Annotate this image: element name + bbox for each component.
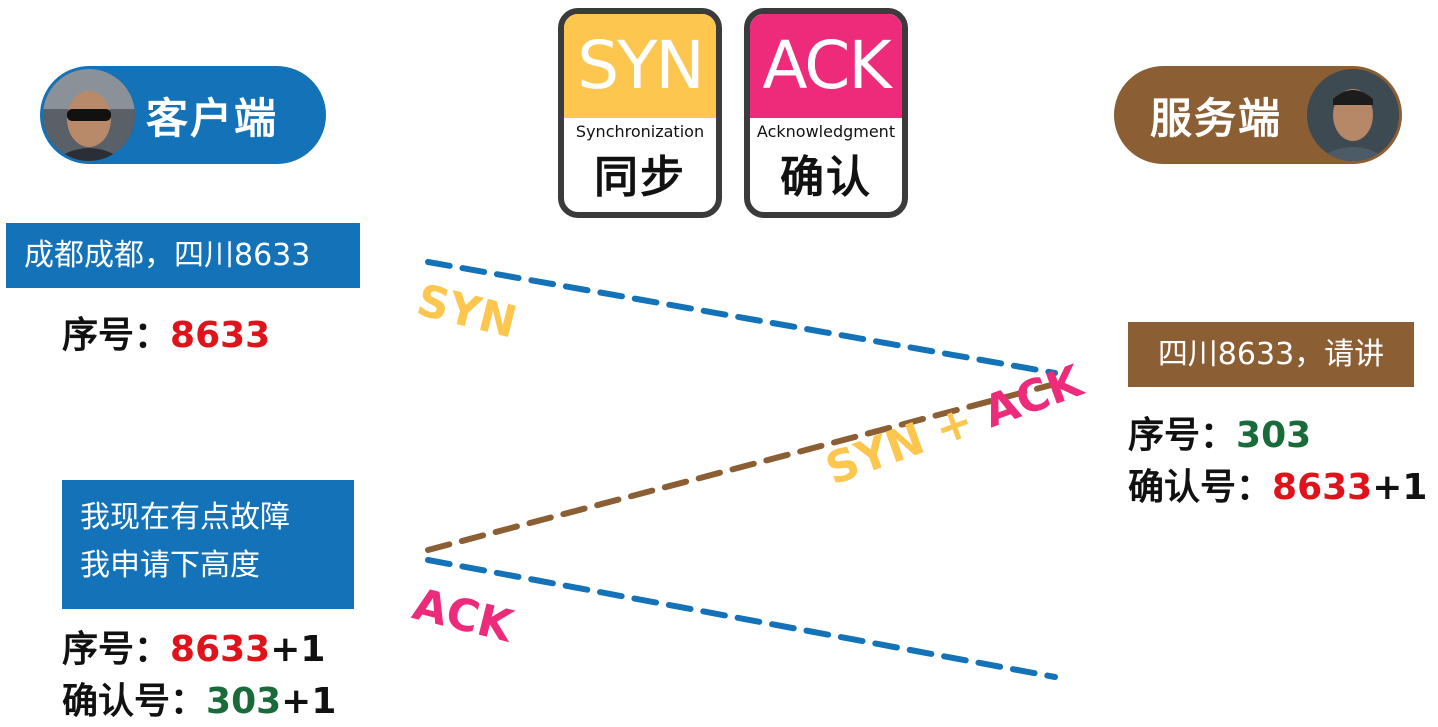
server-seq-line: 序号：303 xyxy=(1128,406,1311,458)
ack-card-cn: 确认 xyxy=(780,152,872,203)
client-ack-line: 确认号：303+1 xyxy=(62,672,336,724)
syn-card-full: Synchronization xyxy=(575,122,705,141)
person-avatar-icon xyxy=(1307,69,1399,161)
seq-label: 序号： xyxy=(62,315,171,356)
server-reply-message: 四川8633，请讲 xyxy=(1128,322,1414,387)
client-seq-value: 8633 xyxy=(170,315,271,356)
server-seq-value: 303 xyxy=(1236,415,1312,456)
syn-card-abbr: SYN xyxy=(564,14,716,118)
ack-card: ACK Acknowledgment 确认 xyxy=(744,8,908,218)
synack-dashed-line xyxy=(425,381,1058,553)
client-second-line2: 我申请下高度 xyxy=(80,548,260,583)
client-label: 客户端 xyxy=(146,93,279,143)
seq-label: 序号： xyxy=(1128,415,1237,456)
ack-card-abbr: ACK xyxy=(750,14,902,118)
plus-one: +1 xyxy=(281,681,337,722)
client-second-message: 我现在有点故障 我申请下高度 xyxy=(62,480,354,609)
client-seq2-value: 8633 xyxy=(170,629,271,670)
ack-num-label: 确认号： xyxy=(62,681,207,722)
ack-num-label: 确认号： xyxy=(1128,467,1273,508)
plus-one: +1 xyxy=(1372,467,1428,508)
server-badge: 服务端 xyxy=(1114,66,1402,164)
syn-card-cn: 同步 xyxy=(594,152,686,203)
person-avatar-icon xyxy=(43,69,135,161)
client-second-line1: 我现在有点故障 xyxy=(80,500,290,535)
syn-card: SYN Synchronization 同步 xyxy=(558,8,722,218)
client-first-message: 成都成都，四川8633 xyxy=(6,223,360,288)
client-seq2-line: 序号：8633+1 xyxy=(62,620,325,672)
seq-label: 序号： xyxy=(62,629,171,670)
syn-dashed-line xyxy=(425,259,1058,376)
ack-dashed-line xyxy=(425,557,1058,680)
server-ack-line: 确认号：8633+1 xyxy=(1128,458,1427,510)
plus-one: +1 xyxy=(270,629,326,670)
client-badge: 客户端 xyxy=(40,66,326,164)
client-ack-value: 303 xyxy=(206,681,282,722)
server-label: 服务端 xyxy=(1150,93,1283,143)
client-seq-line: 序号：8633 xyxy=(62,306,270,358)
ack-card-full: Acknowledgment xyxy=(756,122,896,141)
server-ack-value: 8633 xyxy=(1272,467,1373,508)
